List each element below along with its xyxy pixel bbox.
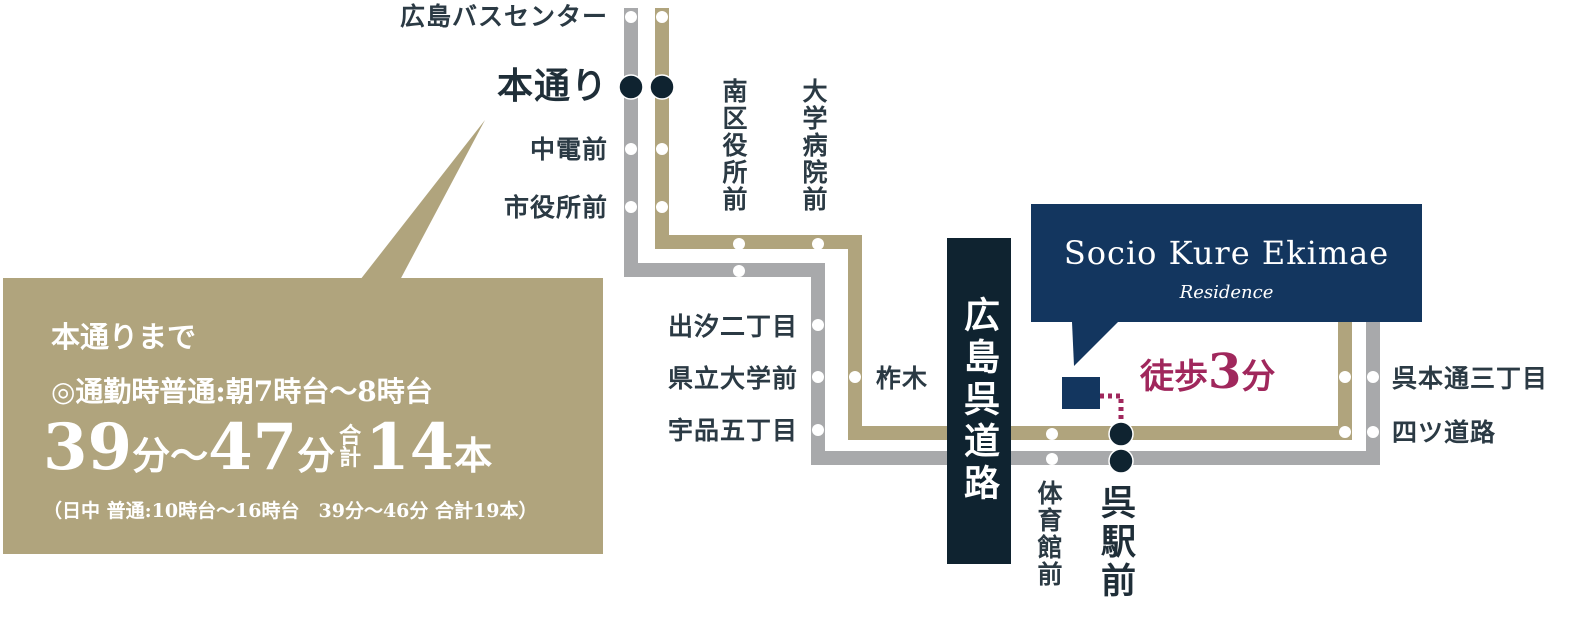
stop-dot: [812, 424, 824, 436]
major-station-dots: [618, 74, 1134, 474]
walk-prefix: 徒歩: [1140, 357, 1208, 397]
station-chuden-mae: 中電前: [529, 135, 608, 164]
kure-eki-mae-dot: [1108, 421, 1134, 447]
property-subtitle: Residence: [1179, 282, 1274, 303]
station-hondori: 本通り: [496, 65, 608, 107]
stop-dot: [733, 238, 745, 250]
station-demishio: 出汐二丁目: [667, 312, 798, 341]
stop-dot: [1339, 426, 1351, 438]
station-kunogi: 柞木: [876, 364, 929, 393]
stop-dot: [849, 371, 861, 383]
time-unit1: 分～: [132, 433, 209, 478]
walk-unit: 分: [1241, 357, 1276, 397]
stop-dot: [656, 11, 668, 23]
total-label: 合計: [337, 425, 363, 469]
station-bus-center: 広島バスセンター: [399, 2, 608, 31]
walk-time: 徒歩3分: [1140, 348, 1275, 396]
station-kenritsu-daigaku-mae: 県立大学前: [667, 364, 798, 393]
property-name: Socio Kure Ekimae: [1063, 234, 1390, 272]
station-taiikukan-mae: 体育館前: [1034, 480, 1063, 588]
highway-label: 広島呉道路: [947, 238, 1011, 564]
stop-dot: [625, 201, 637, 213]
stop-dot: [1367, 426, 1379, 438]
stop-dot: [812, 371, 824, 383]
walk-minutes: 3: [1208, 344, 1242, 400]
stop-dot: [1339, 371, 1351, 383]
time-to: 47: [208, 410, 298, 485]
callout-title: 本通りまで: [51, 320, 197, 354]
property-pointer: [1072, 322, 1118, 366]
station-kure-eki-mae: 呉駅前: [1095, 484, 1136, 601]
stop-dot: [1367, 371, 1379, 383]
hondori-dot: [618, 74, 644, 100]
callout-commute: ◎通勤時普通:朝7時台～8時台: [51, 375, 433, 408]
stop-dot: [625, 11, 637, 23]
property-box: Socio Kure Ekimae Residence: [1031, 204, 1422, 322]
station-shiyakusho-mae: 市役所前: [503, 193, 608, 222]
highway-text: 広島呉道路: [958, 296, 1000, 506]
total-label-bottom: 計: [339, 444, 362, 471]
callout-pointer: [360, 120, 485, 280]
walk-path: [1100, 393, 1124, 420]
station-ujina: 宇品五丁目: [667, 416, 798, 445]
stop-dot: [1046, 428, 1058, 440]
commute-callout: 本通りまで ◎通勤時普通:朝7時台～8時台 39分～47分合計14本 （日中 普…: [3, 278, 603, 554]
station-kure-hondori: 呉本通三丁目: [1392, 364, 1549, 393]
station-minamiku-yakusho-mae: 南区役所前: [719, 78, 748, 213]
callout-daytime-note: （日中 普通:10時台～16時台 39分～46分 合計19本）: [43, 500, 538, 522]
time-from: 39: [43, 410, 133, 485]
total-unit: 本: [454, 433, 493, 478]
total-count: 14: [365, 410, 455, 485]
property-marker: [1062, 377, 1100, 409]
kure-eki-mae-dot: [1108, 448, 1134, 474]
stop-dot: [625, 143, 637, 155]
callout-time-range: 39分～47分合計14本: [43, 416, 492, 480]
station-dots: [625, 11, 1379, 465]
stop-dot: [656, 143, 668, 155]
stop-dot: [812, 238, 824, 250]
stop-dot: [1046, 453, 1058, 465]
station-daigaku-byoin-mae: 大学病院前: [799, 78, 828, 213]
hondori-dot: [649, 74, 675, 100]
station-yotsumichi: 四ツ道路: [1392, 418, 1497, 447]
stop-dot: [656, 201, 668, 213]
total-label-top: 合: [339, 422, 362, 449]
stop-dot: [812, 319, 824, 331]
stop-dot: [733, 265, 745, 277]
time-unit2: 分: [297, 433, 336, 478]
